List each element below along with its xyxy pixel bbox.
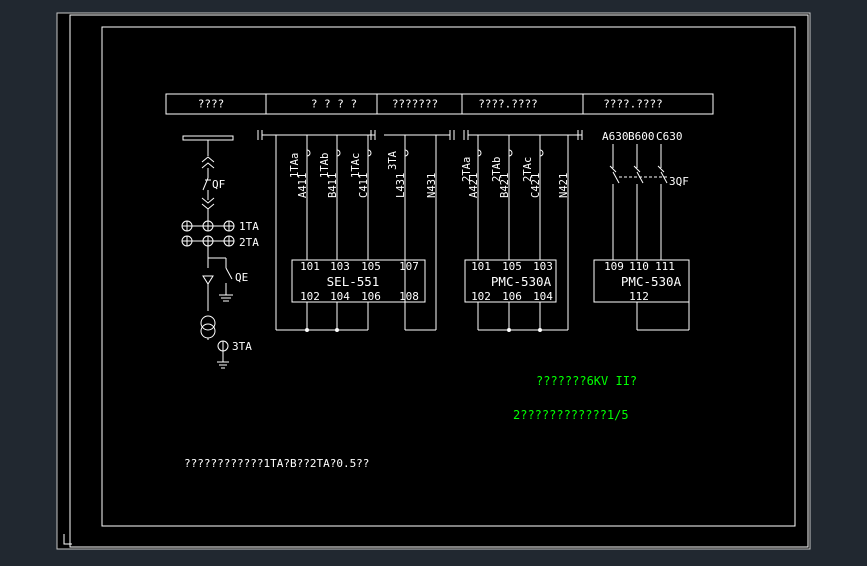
sec1-zero-ct: 3TA bbox=[387, 150, 399, 170]
footnote: ????????????1TA?B??2TA?0.5?? bbox=[184, 457, 369, 470]
inner-frame bbox=[101, 26, 796, 527]
sec1-zero-wire-n: N431 bbox=[426, 173, 438, 198]
sec1-wire-a: A411 bbox=[297, 173, 309, 198]
sec2-ct-b: 2TAb bbox=[491, 157, 503, 182]
sec1-wire-b: B411 bbox=[327, 173, 339, 198]
header-cell-1: ???? bbox=[198, 98, 225, 111]
pmc1-t102: 102 bbox=[471, 290, 491, 303]
sel551-t108: 108 bbox=[399, 290, 419, 303]
ct-label-2: 2TA bbox=[239, 236, 259, 249]
sec2-ct-c: 2TAc bbox=[522, 157, 534, 182]
bus-label-a: A630 bbox=[602, 130, 629, 143]
pmc1-name: PMC-530A bbox=[491, 274, 552, 289]
sel551-t102: 102 bbox=[300, 290, 320, 303]
note-line-1: ???????6KV II? bbox=[536, 374, 637, 388]
sel551-name: SEL-551 bbox=[327, 274, 380, 289]
pmc2-name: PMC-530A bbox=[621, 274, 682, 289]
primary-one-line bbox=[181, 135, 235, 369]
sec1-zero-wire-l: L431 bbox=[395, 173, 407, 198]
pmc2-t110: 110 bbox=[629, 260, 649, 273]
note-line-2: 2????????????1/5 bbox=[513, 408, 629, 422]
drawing-sheet bbox=[56, 12, 811, 550]
metering-voltage-circuit bbox=[593, 144, 690, 331]
sec1-wire-c: C411 bbox=[358, 173, 370, 198]
pmc1-t104: 104 bbox=[533, 290, 553, 303]
bus-label-c: C630 bbox=[656, 130, 683, 143]
ucs-l-icon bbox=[63, 534, 72, 545]
sec1-ct-a: 1TAa bbox=[289, 153, 301, 178]
sel551-t101: 101 bbox=[300, 260, 320, 273]
pmc2-t112: 112 bbox=[629, 290, 649, 303]
sel551-t107: 107 bbox=[399, 260, 419, 273]
metering-current-circuit bbox=[463, 130, 583, 332]
zero-ct-label: 3TA bbox=[232, 340, 252, 353]
sec2-wire-c: C421 bbox=[530, 173, 542, 198]
pmc2-t109: 109 bbox=[604, 260, 624, 273]
ct-label-1: 1TA bbox=[239, 220, 259, 233]
sec1-ct-b: 1TAb bbox=[319, 153, 331, 178]
pmc1-t101: 101 bbox=[471, 260, 491, 273]
bus-label-b: B600 bbox=[628, 130, 655, 143]
sec2-ct-a: 2TAa bbox=[461, 157, 473, 182]
sec2-wire-a: A421 bbox=[468, 173, 480, 198]
sec2-wire-b: B421 bbox=[499, 173, 511, 198]
header-cell-3: ??????? bbox=[392, 98, 438, 111]
sel551-t103: 103 bbox=[330, 260, 350, 273]
header-cell-5: ????.???? bbox=[603, 98, 663, 111]
switch-label-3qf: 3QF bbox=[669, 175, 689, 188]
protection-circuit bbox=[257, 130, 455, 332]
header-table bbox=[165, 93, 714, 115]
pmc2-t111: 111 bbox=[655, 260, 675, 273]
sel551-t106: 106 bbox=[361, 290, 381, 303]
header-cell-2: ? ? ? ? bbox=[311, 98, 357, 111]
pmc1-t105: 105 bbox=[502, 260, 522, 273]
sel551-t105: 105 bbox=[361, 260, 381, 273]
header-cell-4: ????.???? bbox=[478, 98, 538, 111]
pmc1-t103: 103 bbox=[533, 260, 553, 273]
sec1-ct-c: 1TAc bbox=[350, 153, 362, 178]
breaker-label: QF bbox=[212, 178, 225, 191]
pmc1-t106: 106 bbox=[502, 290, 522, 303]
outer-frame bbox=[69, 14, 809, 548]
sec2-wire-n: N421 bbox=[558, 173, 570, 198]
earth-switch-label: QE bbox=[235, 271, 248, 284]
sel551-t104: 104 bbox=[330, 290, 350, 303]
